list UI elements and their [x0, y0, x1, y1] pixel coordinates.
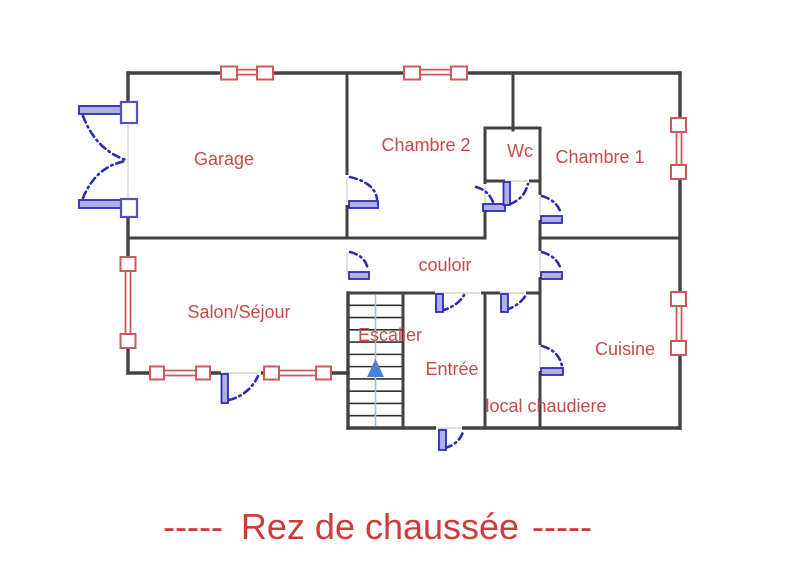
door-salon-terrace-icon: [220, 373, 260, 404]
label-couloir: couloir: [418, 255, 471, 275]
stairs-outline: [346, 291, 405, 430]
door-chambre1-icon: [540, 194, 563, 224]
door-cuisine-icon: [540, 250, 563, 280]
label-garage: Garage: [194, 149, 254, 169]
door-garage-to-chambre2-icon: [348, 175, 379, 209]
label-cuisine: Cuisine: [595, 339, 655, 359]
room-labels: Garage Chambre 2 Wc Chambre 1 couloir Sa…: [187, 135, 655, 416]
caption-title: Rez de chaussée: [241, 506, 519, 547]
caption: ----- Rez de chaussée -----: [163, 506, 592, 547]
label-entree: Entrée: [425, 359, 478, 379]
door-wc-icon: [502, 181, 530, 206]
label-chambre-2: Chambre 2: [381, 135, 470, 155]
caption-left-dashes: -----: [163, 506, 223, 547]
window-chambre1-right-icon: [670, 117, 687, 180]
wall-wc-box: [483, 126, 542, 183]
label-salon-sejour: Salon/Séjour: [187, 302, 290, 322]
door-chambre2-icon: [474, 185, 506, 212]
window-salon-bottom-east-icon: [263, 365, 332, 381]
label-local-chaudiere: local chaudiere: [485, 396, 606, 416]
windows: [119, 65, 687, 381]
window-salon-left-icon: [119, 256, 137, 349]
doors: [78, 100, 564, 451]
threshold-lines: [127, 125, 541, 429]
window-cuisine-right-icon: [670, 291, 687, 356]
caption-right-dashes: -----: [532, 506, 592, 547]
stairs-group: [346, 291, 405, 430]
door-chaudiere-to-cuisine-icon: [540, 344, 564, 376]
window-garage-top-icon: [220, 65, 274, 81]
door-couloir-to-chaudiere-icon: [500, 293, 528, 313]
door-salon-to-couloir-icon: [348, 250, 370, 280]
stair-up-arrow-icon: [367, 359, 384, 377]
label-escalier: Escalier: [358, 325, 422, 345]
window-chambre2-top-icon: [403, 65, 468, 81]
door-front-entrance-icon: [438, 429, 465, 451]
window-salon-bottom-west-icon: [149, 365, 211, 381]
door-couloir-to-entree-icon: [435, 293, 466, 313]
label-wc: Wc: [507, 141, 533, 161]
label-chambre-1: Chambre 1: [555, 147, 644, 167]
door-garage-exterior-double-icon: [78, 100, 139, 219]
